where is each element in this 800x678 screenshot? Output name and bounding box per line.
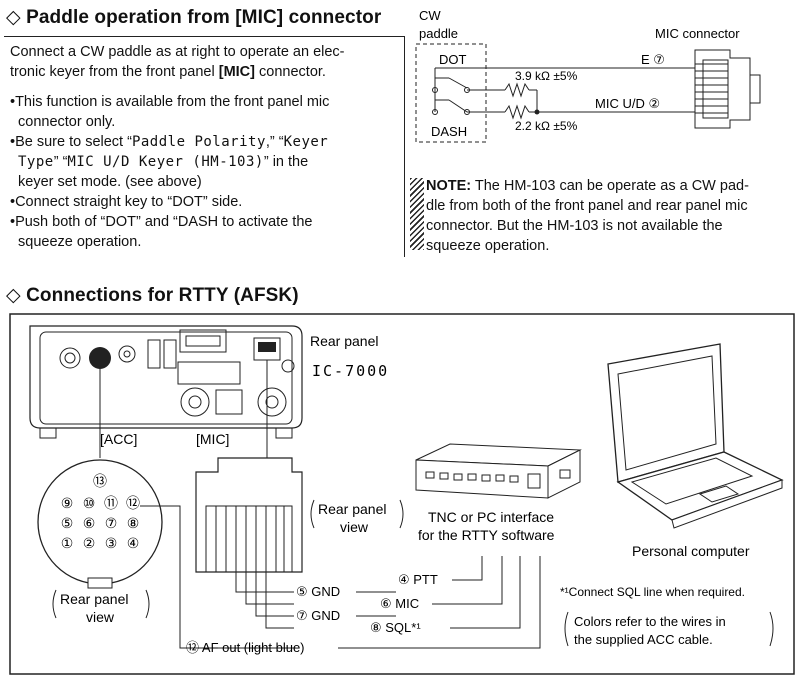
diagram-frame: [9, 313, 795, 675]
mic-connector-plug: [694, 49, 761, 129]
svg-text:⑥: ⑥: [83, 515, 96, 531]
wire-sql: ⑧ SQL*¹: [370, 620, 421, 635]
svg-text:⑨: ⑨: [61, 495, 74, 511]
acc-rear-view-2: view: [86, 609, 115, 625]
tnc-label-1: TNC or PC interface: [428, 509, 554, 525]
acc-pins: ⑨ ⑩ ⑪ ⑫ ⑤ ⑥ ⑦ ⑧ ① ② ③ ④: [61, 495, 140, 551]
paddle-text: Connect a CW paddle as at right to opera…: [10, 44, 345, 250]
acc-socket-icon: [89, 347, 111, 369]
acc-connector: [37, 459, 163, 589]
mic-rear-view-1: Rear panel: [318, 501, 387, 517]
wire-mic: ⑥ MIC: [380, 596, 419, 611]
pin-13: ⑬: [93, 473, 107, 489]
paddle-schematic: CW paddle DOT DASH 3.9 kΩ ±5% 2.2 kΩ ±5%…: [415, 8, 761, 143]
wire-gnd7: ⑦ GND: [296, 608, 340, 623]
mic-connector-label: MIC connector: [655, 26, 740, 41]
wire-ptt: ④ PTT: [398, 572, 438, 587]
mic-label: [MIC]: [196, 431, 229, 447]
wire-af: ⑫ AF out (light blue): [186, 640, 305, 655]
r1-label: 3.9 kΩ ±5%: [515, 69, 578, 83]
acc-rear-view-1: Rear panel: [60, 591, 129, 607]
svg-text:⑩: ⑩: [83, 495, 96, 511]
pin-mic-label: MIC U/D ②: [595, 96, 660, 111]
svg-text:⑪: ⑪: [104, 495, 118, 511]
note-hatch: [410, 178, 424, 250]
radio-rear-panel: [29, 325, 303, 439]
resistor-3k9: [504, 82, 530, 98]
svg-text:①: ①: [61, 535, 74, 551]
mic-modular-plug: [195, 457, 303, 573]
mic-rear-view-2: view: [340, 519, 369, 535]
rear-panel-label: Rear panel: [310, 333, 379, 349]
svg-text:⑫: ⑫: [126, 495, 140, 511]
svg-text:⑦: ⑦: [105, 515, 118, 531]
paddle-label: paddle: [419, 26, 458, 41]
r2-label: 2.2 kΩ ±5%: [515, 119, 578, 133]
diamond-icon: ◇: [6, 7, 21, 28]
footnote-colors-1: Colors refer to the wires in: [574, 614, 726, 629]
rtty-diagram: Rear panel IC-7000 [ACC] [MIC] ⑬ ⑨ ⑩ ⑪ ⑫…: [9, 313, 795, 675]
section-title-rtty: ◇ Connections for RTTY (AFSK): [6, 285, 299, 306]
wires: [140, 505, 541, 649]
note-text: NOTE: The HM-103 can be operate as a CW …: [426, 178, 749, 254]
diamond-icon: ◇: [6, 285, 21, 306]
tnc-label-2: for the RTTY software: [418, 527, 555, 543]
svg-text:③: ③: [105, 535, 118, 551]
wire-gnd5: ⑤ GND: [296, 584, 340, 599]
laptop-icon: [607, 343, 784, 529]
resistor-2k2: [504, 104, 530, 120]
dash-label: DASH: [431, 124, 467, 139]
cw-label: CW: [419, 8, 441, 23]
pc-label: Personal computer: [632, 543, 750, 559]
model-label: IC-7000: [312, 362, 389, 380]
svg-text:②: ②: [83, 535, 96, 551]
footnote-sql: *¹Connect SQL line when required.: [560, 585, 745, 599]
svg-text:⑤: ⑤: [61, 515, 74, 531]
section-title-paddle: ◇ Paddle operation from [MIC] connector: [6, 7, 382, 28]
dot-label: DOT: [439, 52, 467, 67]
pin-e-label: E ⑦: [641, 52, 665, 67]
svg-text:⑧: ⑧: [127, 515, 140, 531]
paddle-text-box: [4, 36, 405, 257]
acc-label: [ACC]: [100, 431, 137, 447]
paddle-dashed-box: [415, 43, 487, 143]
tnc-device: [415, 443, 582, 499]
svg-text:④: ④: [127, 535, 140, 551]
footnote-colors-2: the supplied ACC cable.: [574, 632, 713, 647]
